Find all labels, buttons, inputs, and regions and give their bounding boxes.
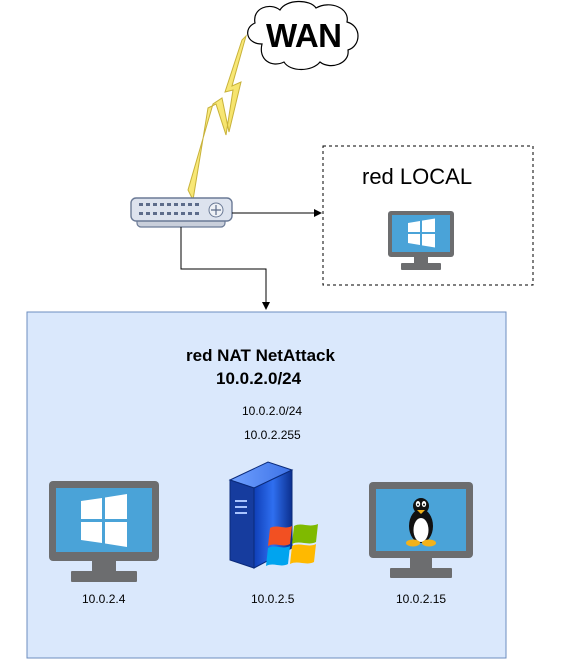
host-ip-label: 10.0.2.4 xyxy=(82,592,126,606)
wan-label: WAN xyxy=(266,17,342,54)
host-ip-label: 10.0.2.15 xyxy=(396,592,447,606)
wan-cloud-icon xyxy=(247,0,359,71)
nat-info-network: 10.0.2.0/24 xyxy=(242,404,303,418)
connector-router-to-nat xyxy=(180,227,270,310)
router-icon xyxy=(130,197,233,228)
local-windows-monitor-icon xyxy=(388,211,454,270)
lightning-bolt-icon xyxy=(187,34,247,202)
host-ip-label: 10.0.2.5 xyxy=(251,592,295,606)
local-network-label: red LOCAL xyxy=(362,164,473,189)
nat-network-title: red NAT NetAttack xyxy=(186,346,335,365)
host-windows-monitor-icon xyxy=(49,481,159,582)
host-windows-server-icon xyxy=(228,461,318,569)
nat-info-broadcast: 10.0.2.255 xyxy=(244,428,301,442)
nat-network-subnet: 10.0.2.0/24 xyxy=(216,369,302,388)
connector-router-to-local xyxy=(232,209,322,217)
host-linux-monitor-icon xyxy=(369,482,473,578)
